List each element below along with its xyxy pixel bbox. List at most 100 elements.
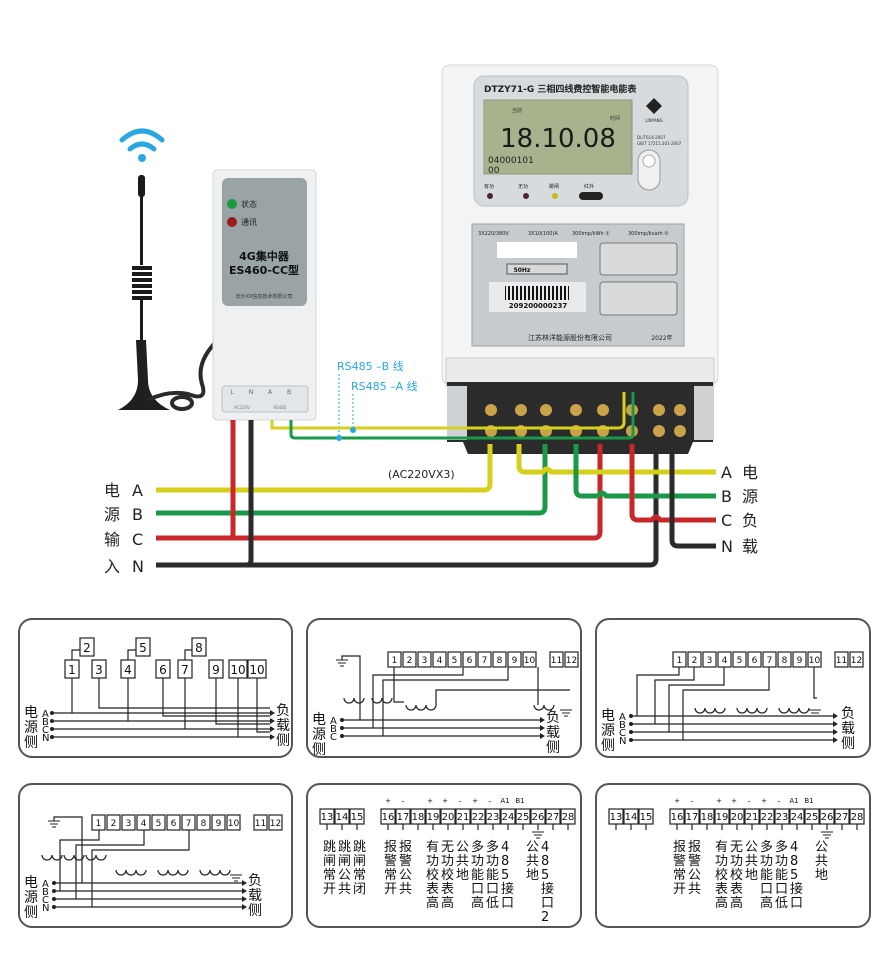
terminal-box [549,651,564,668]
aux-function-label: 功 [715,854,728,869]
terminal-number: 14 [336,812,349,823]
arrow-icon [833,713,838,719]
terminal-number: 10 [230,663,245,677]
phase-label: C [619,728,626,739]
aux-function-label: 常 [384,868,397,883]
terminal-number: 10 [228,819,240,829]
aux-function-label: 8 [790,854,798,869]
terminal-number: 6 [171,819,177,829]
phase-n-out-wire [669,444,716,549]
aux-function-label: 校 [715,867,728,883]
terminal-number: 23 [776,812,789,823]
terminal-number: 8 [201,819,207,829]
aux-function-label: 接 [501,881,514,897]
terminal-number: 6 [467,656,473,666]
node-dot [340,718,344,722]
phase-label: C [42,895,49,906]
wire [215,678,270,725]
spec-voltage: 3X220/380V [478,231,509,237]
aux-function-label: 高 [441,895,454,911]
phase-a-in-wire [156,444,493,493]
load-side-label: 载 [546,725,560,741]
node-dot [52,897,56,901]
ct-coil-icon [343,697,365,704]
terminal-number: 7 [767,656,773,666]
concentrator-maker: 长沙XX信息技术有限公司 [236,293,293,300]
input-label-2: 源 [104,505,120,524]
lcd-code: 04000101 [488,156,534,166]
source-side-label: 电 [601,708,615,724]
aux-function-label: 常 [323,868,336,883]
aux-function-label: 高 [471,895,484,911]
wire [636,667,680,716]
terminal-number: 16 [671,812,684,823]
aux-function-label: 共 [815,854,828,869]
aux-function-label: 多 [471,839,484,855]
terminal-box [732,651,747,668]
terminal-number: 27 [547,812,560,823]
aux-function-label: 跳 [323,840,336,855]
arrow-icon [833,721,838,727]
terminal-number: 11 [836,656,847,666]
terminal-number: 1 [392,656,398,666]
output-label-3: 负 [742,511,758,530]
terminal-box [151,814,166,831]
aux-function-label: 警 [688,853,701,869]
terminal-box [211,814,226,831]
input-phase-n: N [132,557,144,576]
terminal-number: 28 [562,812,575,823]
phase-label: A [330,716,337,727]
ground-icon [809,709,821,717]
source-side-label: 源 [24,720,38,736]
terminal-number: 26 [821,812,834,823]
aux-function-label: 常 [353,868,366,883]
spec-const-active: 300imp/kWh ① [572,231,610,237]
terminal-box [849,651,864,668]
aux-function-label: 功 [471,854,484,869]
aux-function-label: 校 [730,867,743,883]
arrow-icon [242,888,247,894]
source-side-label: 源 [24,890,38,906]
terminal-box [564,651,579,668]
terminal-number: 7 [482,656,488,666]
aux-function-label: 功 [426,854,439,869]
aux-function-label: 多 [486,839,499,855]
terminal-number: 3 [126,819,132,829]
phase-c-out-wire [629,444,716,523]
barcode-icon [505,286,569,300]
arrow-icon [540,717,545,723]
output-label-1: 电 [742,463,758,482]
terminal-number: 5 [737,656,743,666]
source-side-label: 电 [24,705,38,721]
output-phase-b: B [721,487,732,506]
aux-function-label: 多 [775,839,788,855]
aux-function-label: 能 [471,868,484,883]
ground-icon [821,831,833,839]
aux-function-label: 5 [790,868,798,883]
aux-function-label: 接 [790,881,803,897]
terminal-number: 2 [692,656,698,666]
input-phase-c: C [132,530,143,549]
terminal-number: 25 [806,812,819,823]
phase-label: B [330,724,337,735]
manufacture-year: 2022年 [651,334,672,342]
node-dot [629,738,633,742]
aux-function-label: 公 [815,840,828,855]
terminal-box [253,814,268,831]
ground-icon [48,820,60,828]
terminal-box [432,651,447,668]
phase-label: N [42,903,49,914]
rs485-b-wire [289,392,635,440]
aux-function-label: 开 [384,882,397,897]
terminal-number: 8 [782,656,788,666]
arrow-icon [270,718,275,724]
aux-function-label: 功 [441,854,454,869]
ct-coil-icon [115,869,147,876]
terminal-box [777,651,792,668]
aux-function-label: 2 [541,910,549,925]
terminal-box [747,651,762,668]
aux-function-label: 公 [338,868,351,883]
aux-function-label: 功 [486,854,499,869]
output-label-2: 源 [742,487,758,506]
